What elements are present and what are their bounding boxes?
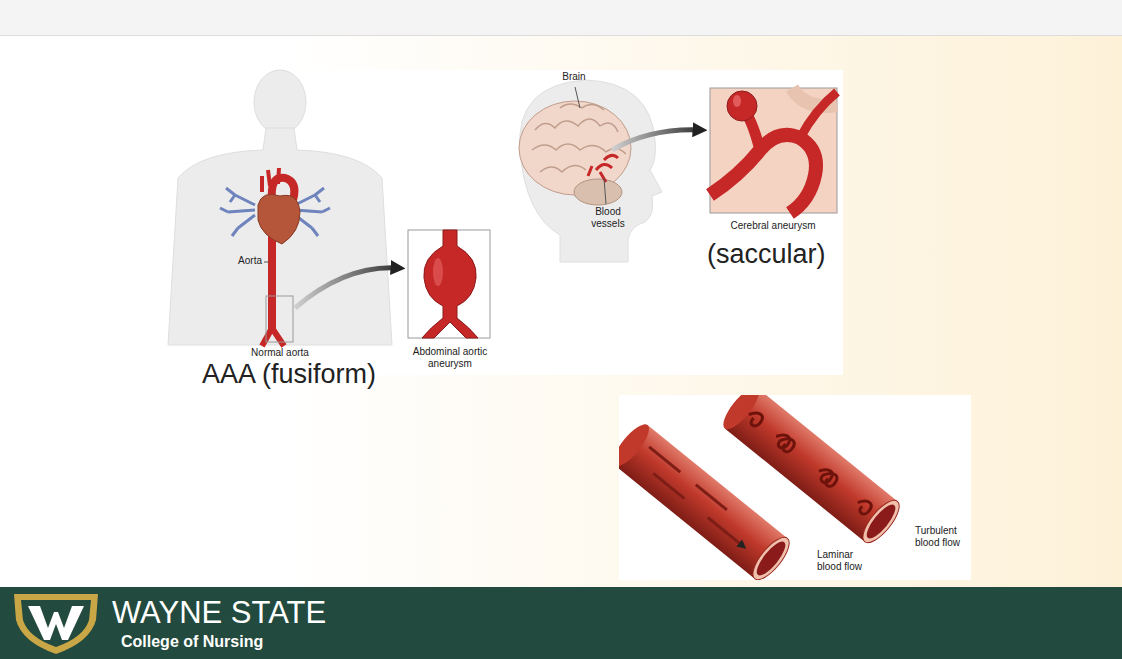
- head-silhouette: [519, 80, 662, 262]
- flow-tubes: [619, 395, 905, 580]
- figure-panel: [165, 70, 843, 375]
- body-silhouette: [168, 70, 392, 346]
- inset-caption: Abdominal aortic aneurysm: [404, 346, 496, 369]
- part-label: Blood vessels: [582, 206, 634, 229]
- part-label: Aorta: [220, 255, 262, 267]
- college-name: College of Nursing: [121, 633, 263, 651]
- aneurysm-type: AAA (fusiform): [202, 359, 442, 390]
- part-label: Brain: [549, 71, 599, 83]
- flow-label: Turbulent blood flow: [915, 525, 977, 548]
- aneurysm-type: (saccular): [707, 239, 857, 270]
- pointer-arrow: [612, 130, 700, 150]
- university-logo: [10, 590, 102, 656]
- flow-label: Laminar blood flow: [817, 549, 879, 572]
- part-label: Normal aorta: [235, 347, 325, 359]
- cerebral-inset: [710, 88, 837, 213]
- aaa-inset: [408, 230, 490, 338]
- footer-band: WAYNE STATE College of Nursing: [0, 587, 1122, 659]
- pointer-arrow: [295, 268, 398, 308]
- institution-name: WAYNE STATE: [112, 595, 326, 631]
- inset-caption: Cerebral aneurysm: [713, 220, 833, 232]
